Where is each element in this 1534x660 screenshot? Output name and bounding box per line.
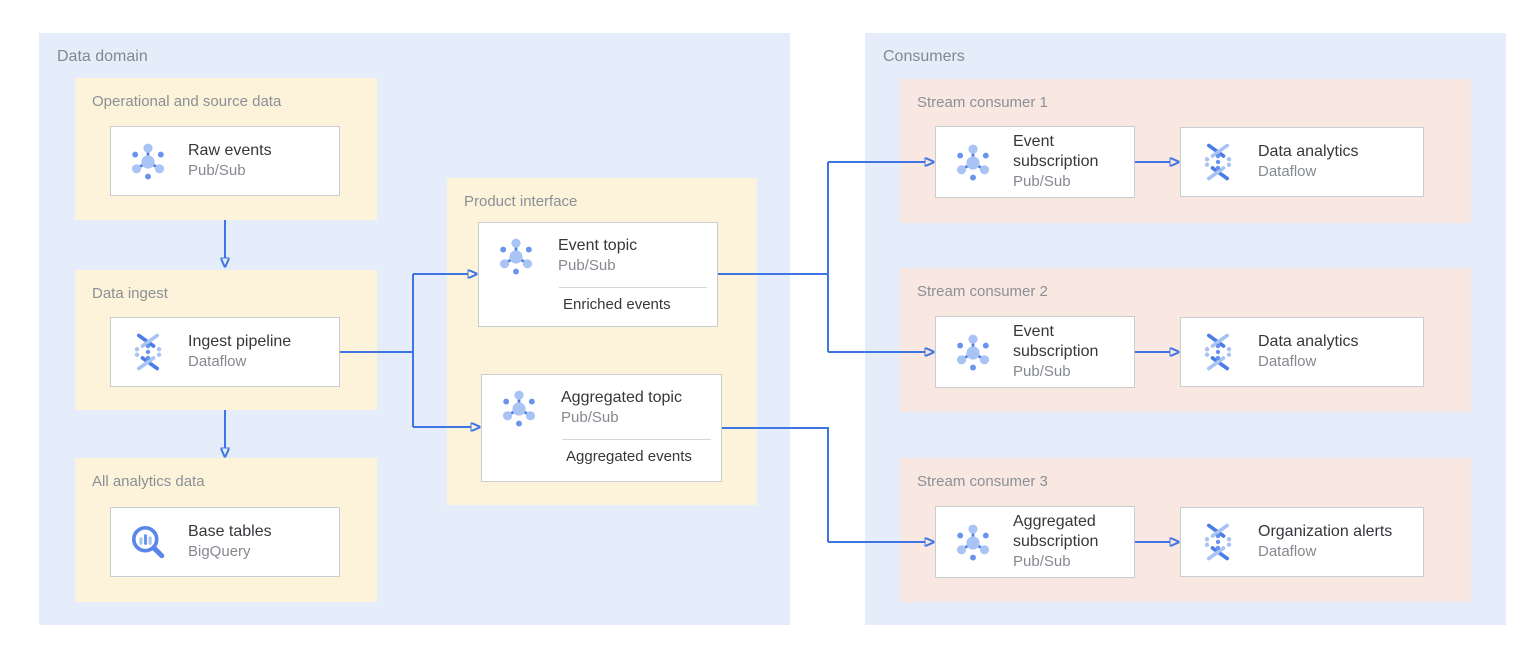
- card-data-analytics-1: Data analytics Dataflow: [1180, 127, 1424, 197]
- panel-data-domain: Data domain Operational and source data …: [39, 33, 790, 625]
- zone-all-analytics-data: All analytics data Base tables BigQuery: [75, 458, 377, 602]
- dataflow-icon: [1196, 140, 1240, 184]
- card-title: Data analytics: [1258, 143, 1359, 160]
- card-product: Pub/Sub: [1013, 363, 1071, 380]
- panel-data-domain-label: Data domain: [57, 48, 148, 65]
- zone-analytics-label: All analytics data: [92, 473, 205, 490]
- card-aggregated-topic: Aggregated topic Pub/Sub Aggregated even…: [481, 374, 722, 482]
- zone-sc3-label: Stream consumer 3: [917, 473, 1048, 490]
- card-raw-events: Raw events Pub/Sub: [110, 126, 340, 196]
- card-event-topic: Event topic Pub/Sub Enriched events: [478, 222, 718, 327]
- pubsub-icon: [126, 139, 170, 183]
- card-title: Raw events: [188, 142, 272, 159]
- card-product: Pub/Sub: [561, 409, 619, 426]
- card-product: BigQuery: [188, 543, 251, 560]
- panel-consumers: Consumers Stream consumer 1 Event subscr…: [865, 33, 1506, 625]
- card-product: Pub/Sub: [188, 162, 246, 179]
- zone-product-label: Product interface: [464, 193, 578, 210]
- card-title: Data analytics: [1258, 333, 1359, 350]
- bigquery-icon: [126, 520, 170, 564]
- card-product: Pub/Sub: [558, 257, 616, 274]
- pubsub-icon: [951, 330, 995, 374]
- card-title: Ingest pipeline: [188, 333, 292, 350]
- card-product: Dataflow: [1258, 543, 1317, 560]
- card-divider: [559, 287, 707, 288]
- zone-operational-label: Operational and source data: [92, 93, 282, 110]
- zone-data-ingest: Data ingest Ingest pipeline Dataflow: [75, 270, 377, 410]
- card-product: Pub/Sub: [1013, 553, 1071, 570]
- card-event-subscription-1: Event subscription Pub/Sub: [935, 126, 1135, 198]
- card-title: Event topic: [558, 237, 638, 254]
- zone-stream-consumer-1: Stream consumer 1 Event subscription Pub…: [900, 79, 1471, 223]
- card-aggregated-subscription: Aggregated subscription Pub/Sub: [935, 506, 1135, 578]
- card-title: Aggregated subscription: [1013, 513, 1099, 550]
- dataflow-icon: [126, 330, 170, 374]
- pubsub-icon: [951, 520, 995, 564]
- pubsub-icon: [951, 140, 995, 184]
- card-title: Organization alerts: [1258, 523, 1393, 540]
- pubsub-icon: [497, 386, 541, 430]
- zone-stream-consumer-3: Stream consumer 3 Aggregated subscriptio…: [900, 458, 1471, 602]
- zone-sc1-label: Stream consumer 1: [917, 94, 1048, 111]
- card-title: Event subscription: [1013, 323, 1099, 360]
- card-product: Dataflow: [1258, 353, 1317, 370]
- zone-ingest-label: Data ingest: [92, 285, 168, 302]
- card-title: Aggregated topic: [561, 389, 682, 406]
- card-data-analytics-2: Data analytics Dataflow: [1180, 317, 1424, 387]
- card-title: Base tables: [188, 523, 272, 540]
- card-event-subscription-2: Event subscription Pub/Sub: [935, 316, 1135, 388]
- card-product: Dataflow: [1258, 163, 1317, 180]
- panel-consumers-label: Consumers: [883, 48, 965, 65]
- card-tag: Aggregated events: [566, 448, 692, 465]
- card-product: Pub/Sub: [1013, 173, 1071, 190]
- zone-product-interface: Product interface Event topic Pub/Sub En…: [447, 178, 757, 505]
- card-base-tables: Base tables BigQuery: [110, 507, 340, 577]
- zone-sc2-label: Stream consumer 2: [917, 283, 1048, 300]
- zone-operational-source-data: Operational and source data Raw events P…: [75, 78, 377, 220]
- card-tag: Enriched events: [563, 296, 671, 313]
- pubsub-icon: [494, 234, 538, 278]
- zone-stream-consumer-2: Stream consumer 2 Event subscription Pub…: [900, 268, 1471, 412]
- card-divider: [562, 439, 711, 440]
- card-ingest-pipeline: Ingest pipeline Dataflow: [110, 317, 340, 387]
- card-organization-alerts: Organization alerts Dataflow: [1180, 507, 1424, 577]
- dataflow-icon: [1196, 330, 1240, 374]
- card-title: Event subscription: [1013, 133, 1099, 170]
- dataflow-icon: [1196, 520, 1240, 564]
- card-product: Dataflow: [188, 353, 247, 370]
